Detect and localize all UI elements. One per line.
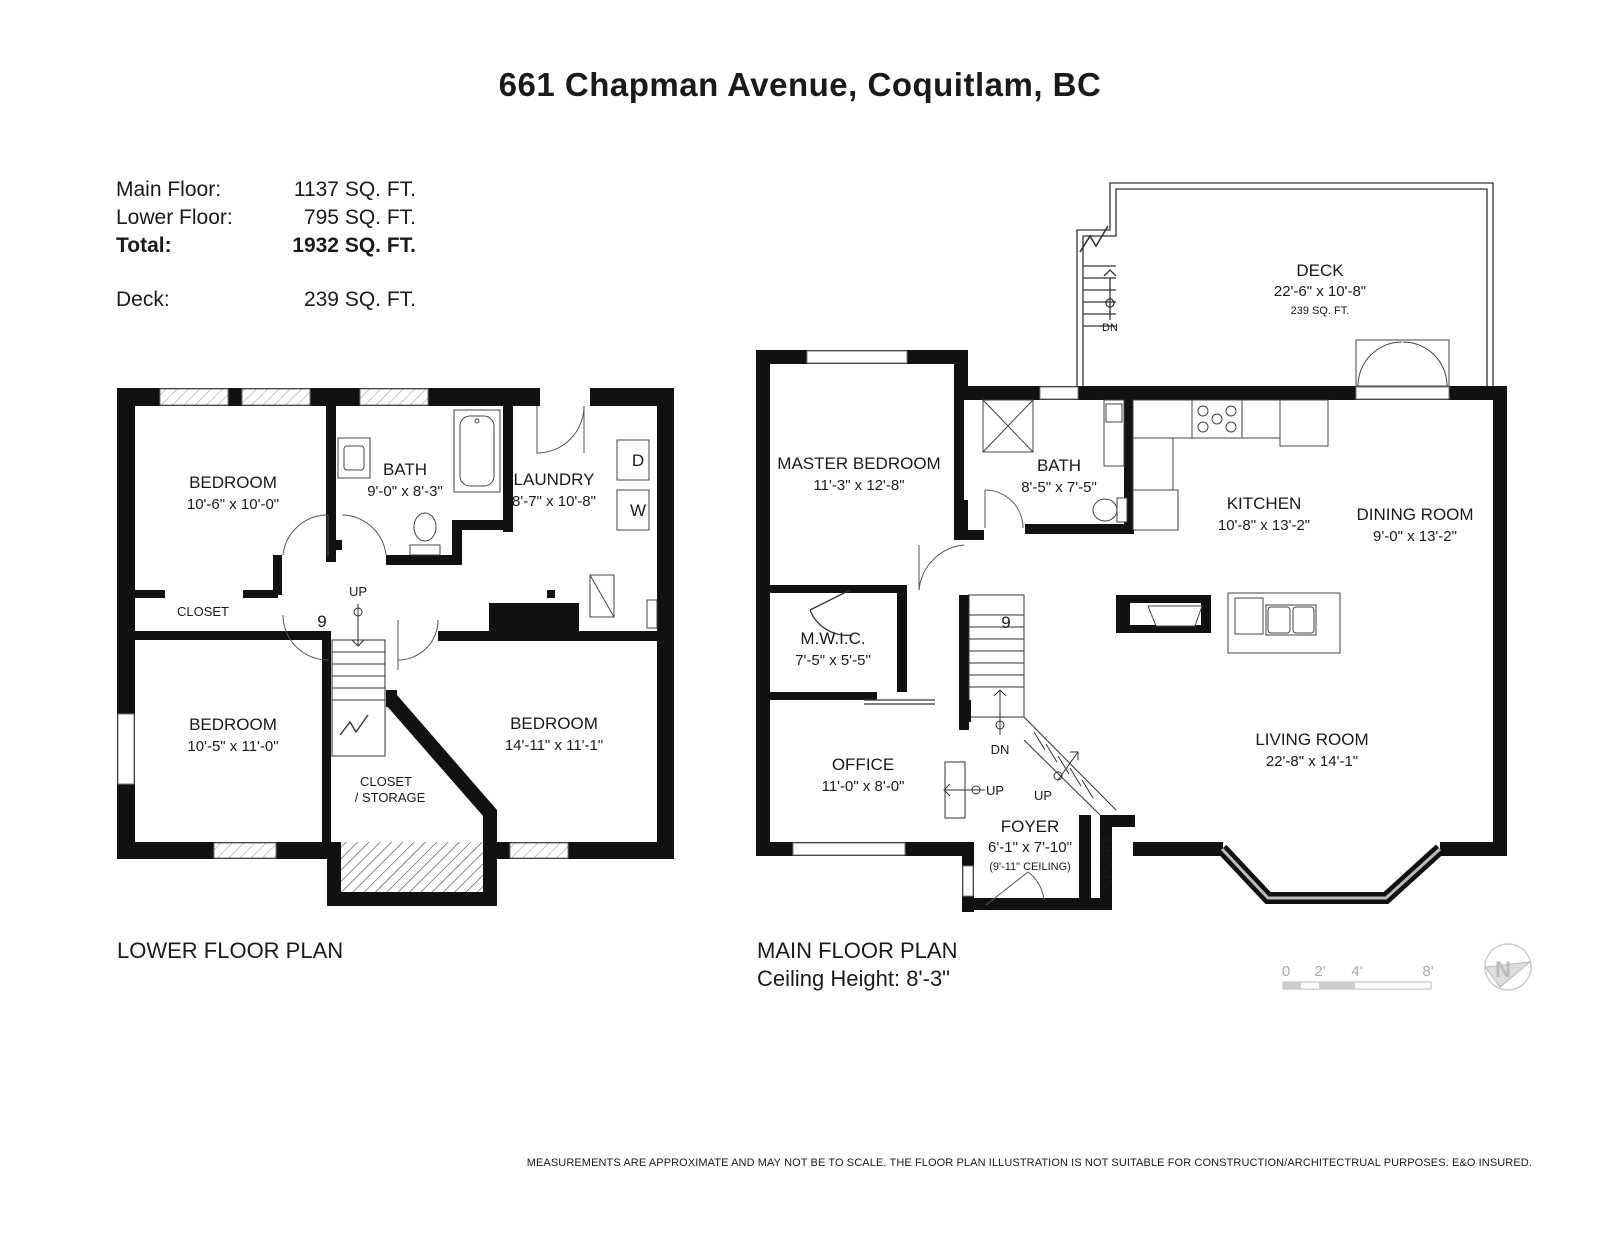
area-row-lower: Lower Floor: 795 SQ. FT. bbox=[116, 204, 416, 232]
room-name: KITCHEN bbox=[1227, 494, 1302, 513]
room-name: BEDROOM bbox=[189, 473, 277, 492]
room-dims: 11'-0" x 8'-0" bbox=[822, 778, 905, 795]
lower-windows bbox=[117, 388, 590, 859]
lower-interior-walls bbox=[135, 406, 658, 844]
room-name: DINING ROOM bbox=[1356, 505, 1473, 524]
main-stair-up: UP bbox=[1034, 788, 1052, 803]
main-interior-walls bbox=[765, 394, 1211, 910]
room-dims: 14'-11" x 11'-1" bbox=[505, 737, 603, 754]
lower-stair-direction: UP bbox=[349, 584, 367, 599]
bay-window bbox=[1217, 844, 1445, 904]
room-note: (9'-11" CEILING) bbox=[989, 861, 1071, 873]
room-name: BEDROOM bbox=[189, 715, 277, 734]
lower-floor-label: LOWER FLOOR PLAN bbox=[117, 938, 344, 963]
room-name: BATH bbox=[1037, 456, 1081, 475]
area-value: 1137 SQ. FT. bbox=[293, 178, 416, 201]
lower-stairs bbox=[331, 604, 386, 757]
room-dims: 10'-5" x 11'-0" bbox=[187, 738, 278, 755]
room-name: LIVING ROOM bbox=[1255, 730, 1368, 749]
scale-tick: 4' bbox=[1351, 963, 1362, 980]
room-name: CLOSET bbox=[360, 774, 412, 789]
svg-text:N: N bbox=[1495, 957, 1511, 982]
washer-label: W bbox=[630, 501, 646, 520]
room-name: DECK bbox=[1296, 261, 1344, 280]
room-dims: 9'-0" x 8'-3" bbox=[367, 483, 443, 500]
lower-fixtures bbox=[337, 409, 658, 629]
main-doors bbox=[918, 489, 1045, 906]
room-dims: 22'-8" x 14'-1" bbox=[1266, 753, 1358, 770]
main-bath-fixtures bbox=[982, 399, 1128, 523]
room-dims: 11'-3" x 12'-8" bbox=[813, 477, 904, 494]
room-dims: 6'-1" x 7'-10" bbox=[988, 839, 1072, 856]
area-label: Total: bbox=[116, 234, 172, 257]
main-stairs bbox=[943, 594, 1117, 819]
deck-stair-direction: DN bbox=[1102, 322, 1118, 334]
main-windows bbox=[792, 350, 1450, 897]
deck-door bbox=[1355, 339, 1450, 387]
scale-tick: 8' bbox=[1422, 963, 1433, 980]
north-arrow-icon: N bbox=[1484, 943, 1532, 991]
area-value: 795 SQ. FT. bbox=[303, 206, 416, 229]
lower-doors bbox=[282, 405, 585, 670]
room-dims: 8'-5" x 7'-5" bbox=[1021, 479, 1097, 496]
room-dims: 22'-6" x 10'-8" bbox=[1274, 283, 1366, 300]
lower-stair-steps: 9 bbox=[317, 612, 326, 631]
scale-bar: 0 2' 4' 8' bbox=[1282, 963, 1434, 990]
main-stair-steps: 9 bbox=[1001, 613, 1010, 632]
main-stair-up: UP bbox=[986, 783, 1004, 798]
main-stair-down: DN bbox=[991, 742, 1010, 757]
area-row-total: Total: 1932 SQ. FT. bbox=[116, 232, 416, 260]
area-value: 1932 SQ. FT. bbox=[292, 234, 416, 257]
page-title: 661 Chapman Avenue, Coquitlam, BC bbox=[498, 66, 1102, 103]
room-name: LAUNDRY bbox=[514, 470, 595, 489]
kitchen-fixtures bbox=[1132, 399, 1341, 654]
area-value: 239 SQ. FT. bbox=[303, 288, 416, 311]
lower-floor-plan: D W UP 9 BEDROOM 10'-6" x 10'-0" BATH 9'… bbox=[117, 388, 674, 906]
area-row-deck: Deck: 239 SQ. FT. bbox=[116, 286, 416, 314]
room-name: BEDROOM bbox=[510, 714, 598, 733]
room-name: BATH bbox=[383, 460, 427, 479]
room-dims: / STORAGE bbox=[355, 790, 426, 805]
area-summary: Main Floor: 1137 SQ. FT. Lower Floor: 79… bbox=[116, 176, 416, 314]
area-label: Deck: bbox=[116, 288, 170, 311]
scale-tick: 2' bbox=[1314, 963, 1325, 980]
disclaimer: MEASUREMENTS ARE APPROXIMATE AND MAY NOT… bbox=[526, 1157, 1532, 1169]
room-dims: 9'-0" x 13'-2" bbox=[1373, 528, 1457, 545]
ceiling-height-label: Ceiling Height: 8'-3" bbox=[757, 966, 950, 991]
room-area: 239 SQ. FT. bbox=[1291, 305, 1350, 317]
area-label: Lower Floor: bbox=[116, 206, 233, 229]
mwic-door bbox=[809, 589, 935, 705]
room-dims: 7'-5" x 5'-5" bbox=[795, 652, 871, 669]
deck-outline bbox=[1076, 182, 1494, 388]
room-dims: 10'-6" x 10'-0" bbox=[187, 496, 279, 513]
scale-tick: 0 bbox=[1282, 963, 1290, 980]
room-name: M.W.I.C. bbox=[800, 629, 865, 648]
room-name: CLOSET bbox=[1099, 836, 1114, 888]
main-exterior-walls bbox=[756, 350, 1507, 912]
room-dims: 8'-7" x 10'-8" bbox=[512, 493, 596, 510]
room-dims: 10'-8" x 13'-2" bbox=[1218, 517, 1310, 534]
dryer-label: D bbox=[632, 451, 644, 470]
room-name: MASTER BEDROOM bbox=[777, 454, 940, 473]
main-floor-label: MAIN FLOOR PLAN bbox=[757, 938, 958, 963]
room-name: FOYER bbox=[1001, 817, 1060, 836]
area-label: Main Floor: bbox=[116, 178, 222, 201]
room-name: CLOSET bbox=[177, 604, 229, 619]
area-row-main: Main Floor: 1137 SQ. FT. bbox=[116, 176, 416, 204]
main-floor-plan: DN bbox=[756, 182, 1507, 912]
room-name: OFFICE bbox=[832, 755, 894, 774]
